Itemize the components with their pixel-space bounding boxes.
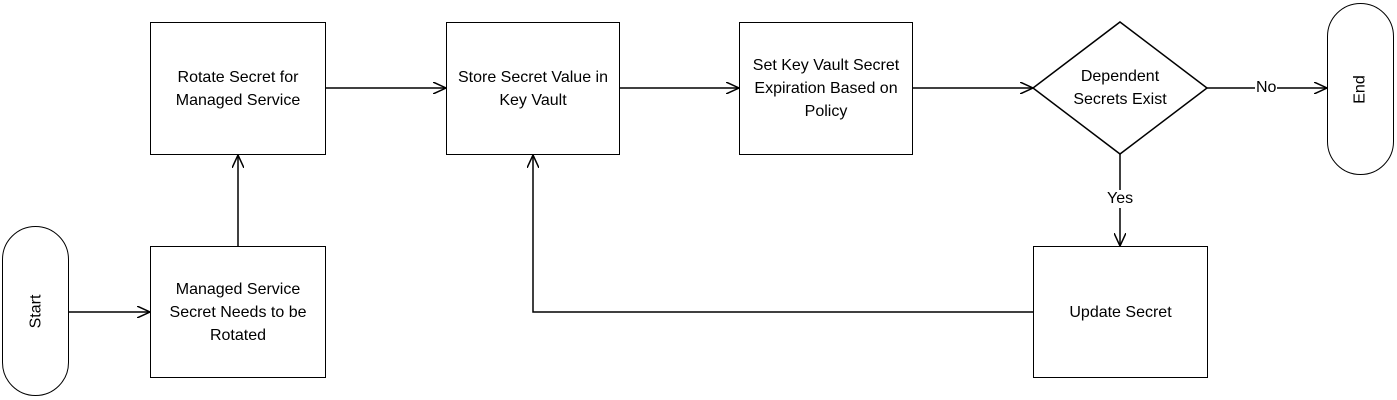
edge-update-to-store xyxy=(533,155,1033,313)
needs-rotation-label: Managed Service Secret Needs to be Rotat… xyxy=(169,280,307,344)
needs-rotation-box: Managed Service Secret Needs to be Rotat… xyxy=(150,246,326,378)
end-label: End xyxy=(1352,74,1369,104)
decision-diamond xyxy=(1031,21,1209,155)
rotate-secret-label: Rotate Secret for Managed Service xyxy=(175,68,301,109)
set-expiration-box: Set Key Vault Secret Expiration Based on… xyxy=(739,22,913,155)
decision-text-wrap: Dependent Secrets Exist xyxy=(1053,54,1187,122)
store-secret-box: Store Secret Value in Key Vault xyxy=(446,22,620,155)
rotate-secret-box: Rotate Secret for Managed Service xyxy=(150,22,326,155)
update-secret-label: Update Secret xyxy=(1069,303,1172,321)
decision-label: Dependent Secrets Exist xyxy=(1073,68,1167,108)
end-terminal: End xyxy=(1327,3,1394,175)
set-expiration-label: Set Key Vault Secret Expiration Based on… xyxy=(752,57,900,120)
store-secret-label: Store Secret Value in Key Vault xyxy=(457,68,608,109)
start-label: Start xyxy=(26,294,44,328)
edge-label-yes: Yes xyxy=(1106,190,1135,208)
update-secret-box: Update Secret xyxy=(1033,246,1208,378)
start-terminal: Start xyxy=(2,226,69,396)
edge-label-no: No xyxy=(1255,79,1278,97)
